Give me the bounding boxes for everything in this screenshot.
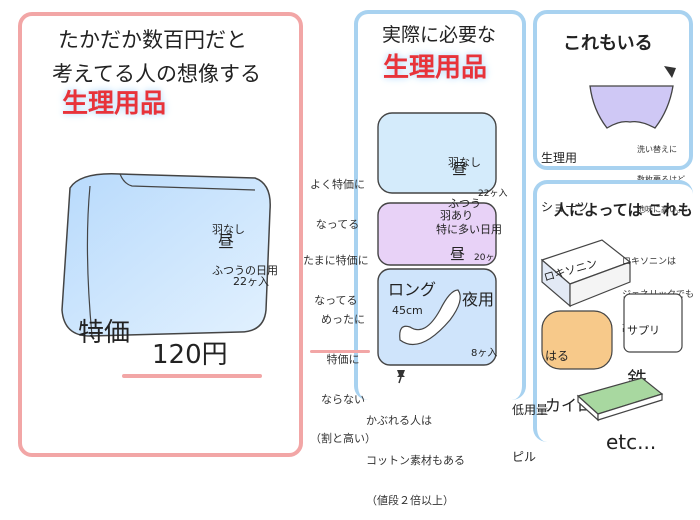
middle-title-highlight: 生理用品 (383, 53, 488, 83)
shorts-label-line2: ショーツ (541, 199, 589, 214)
price-label: 特価 (78, 318, 131, 348)
pack2-count: 20ヶ (474, 253, 495, 263)
shorts-note-line3: 地味に高い。 (637, 205, 685, 214)
pack1-day: 昼 (452, 160, 468, 178)
top-right-panel (533, 10, 693, 170)
pad-label-day: 昼 (218, 232, 235, 251)
middle-title-line1: 実際に必要な (382, 24, 497, 46)
left-title-highlight: 生理用品 (62, 89, 167, 119)
pack1-count: 22ヶ入 (478, 189, 508, 199)
footnote: かぶれる人は コットン素材もある （値段２倍以上） (366, 388, 465, 520)
pad-label-line2: ふつうの日用 (212, 263, 278, 277)
pack3-note-line4: （割と高い） (310, 432, 376, 446)
arrow-down-icon (664, 66, 676, 78)
pack1-note: よく特価に なってる (310, 152, 365, 244)
pack3-size: 45cm (392, 304, 423, 317)
pill-label: 低用量 ピル (512, 372, 548, 481)
etc-label: etc... (606, 430, 657, 454)
pad-count: 22ヶ入 (233, 275, 269, 288)
supplement-label-line1: サプリ (627, 323, 660, 337)
shorts-label: 生理用 ショーツ (541, 118, 589, 231)
top-right-title: これもいる (563, 33, 653, 54)
pack1-note-line2: なってる (315, 217, 360, 231)
pack1-label: 羽なし ふつう (448, 128, 481, 224)
pad-label-line1: 羽なし (212, 222, 245, 236)
shorts-note-line2: 数枚要るけど (637, 175, 685, 184)
kairo-label-line1: はる (545, 349, 570, 364)
pack3-long: ロング (388, 280, 437, 299)
bottom-right-panel (533, 180, 693, 442)
kairo-illustration (541, 310, 613, 370)
loxonin-box-illustration (540, 239, 632, 308)
footnote-line3: （値段２倍以上） (366, 493, 454, 507)
pad-label: 羽なし ふつうの日用 (212, 195, 278, 291)
pill-illustration (576, 377, 664, 422)
footnote-line2: コットン素材もある (366, 453, 465, 467)
pill-label-line1: 低用量 (512, 403, 549, 418)
pack3-note-line2: 特価に (326, 352, 360, 366)
pack3-note-line1: めったに (321, 313, 365, 327)
pill-label-line2: ピル (512, 449, 537, 464)
pack3-count: 8ヶ入 (471, 348, 498, 359)
pack2-note-line1: たまに特価に (303, 254, 369, 268)
price-underline (122, 374, 262, 378)
pack3-note: めったに 特価に ならない （割と高い） (310, 287, 376, 458)
price-value: 120円 (152, 340, 228, 370)
pack1-label-line2: ふつう (448, 196, 481, 210)
loxonin-note-line1: ロキソニンは (622, 256, 677, 267)
shorts-label-line1: 生理用 (541, 151, 578, 166)
left-title-line1: たかだか数百円だと (58, 28, 247, 52)
pack-stack-illustration (377, 112, 497, 366)
pack2-note: たまに特価に なってる (303, 228, 369, 320)
shorts-note-line1: 洗い替えに (637, 145, 677, 154)
pack1-label-line1: 羽なし (448, 155, 481, 169)
left-title-line2: 考えてる人の想像する (52, 62, 261, 86)
supplement-illustration (623, 293, 683, 353)
footnote-line1: かぶれる人は (366, 414, 432, 428)
pack2-label: 羽あり (440, 209, 473, 222)
pack1-note-line1: よく特価に (310, 178, 365, 192)
shorts-note: 洗い替えに 数枚要るけど 地味に高い。 (637, 125, 685, 225)
bottom-right-title: 人によっては これも (554, 201, 693, 219)
pin-icon (397, 370, 405, 384)
pack2-note-line2: なってる (314, 293, 358, 307)
pack3-night: 夜用 (462, 290, 495, 309)
pack2-day: 昼 (450, 245, 466, 263)
left-panel (18, 12, 303, 457)
pack3-note-underline (310, 350, 370, 353)
middle-panel (354, 10, 526, 400)
pack3-note-line3: ならない (321, 392, 365, 406)
pack2-sub: 特に多い日用 (436, 223, 502, 236)
shorts-illustration (589, 85, 674, 129)
pad-package-illustration (61, 173, 271, 337)
